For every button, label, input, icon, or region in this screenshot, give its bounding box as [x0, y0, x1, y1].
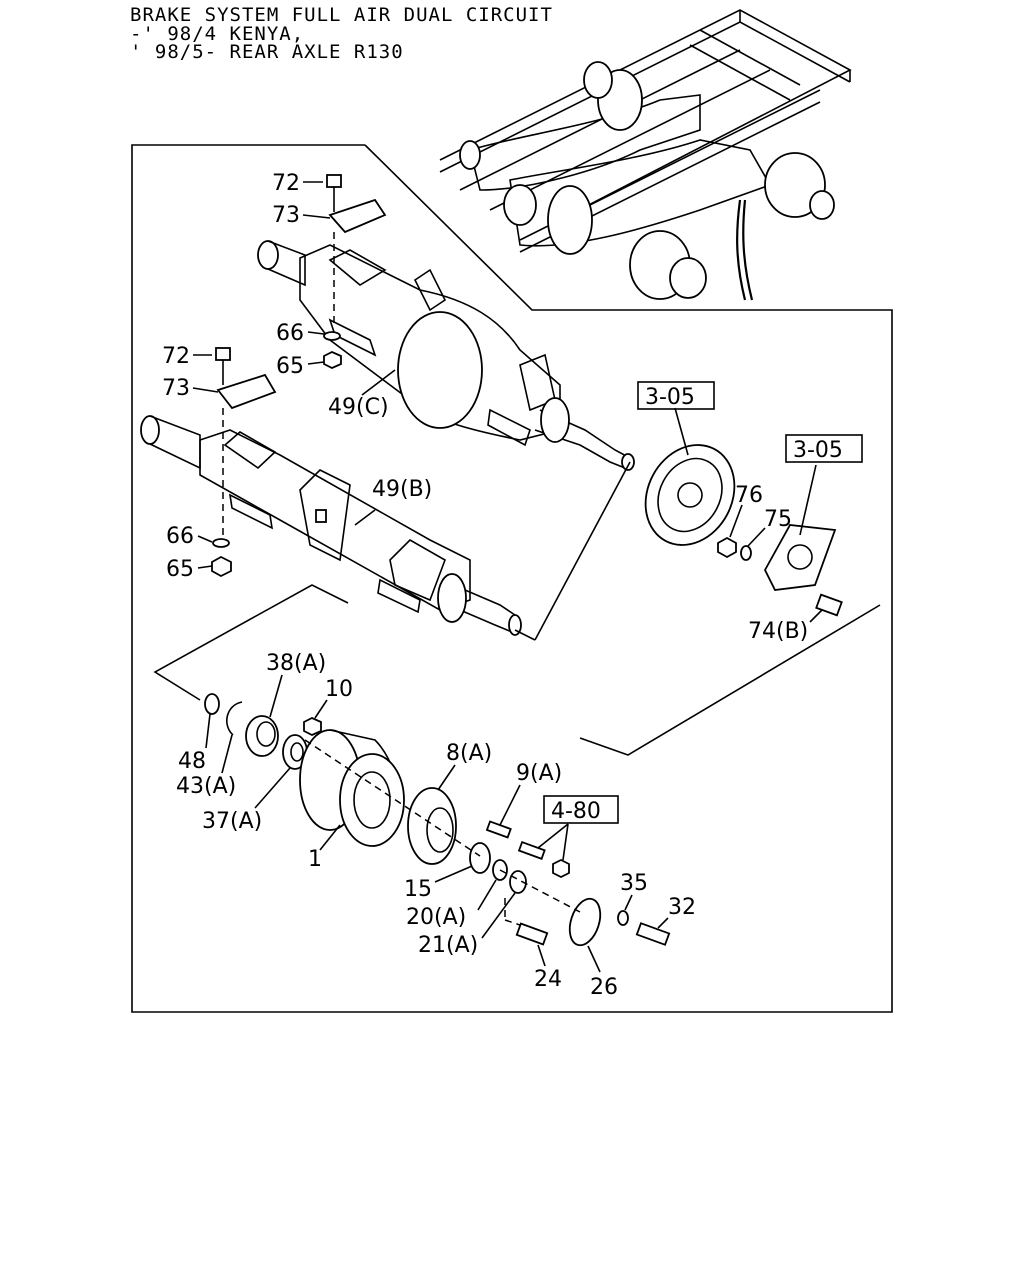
- leader-73a: [302, 214, 331, 219]
- leader-66a: [307, 331, 325, 335]
- leader-75: [747, 527, 766, 547]
- callout-20a: 20(A): [406, 905, 466, 930]
- callout-49b: 49(B): [372, 477, 432, 502]
- leader-26: [587, 945, 601, 973]
- upper-mount-hardware: [323, 174, 387, 369]
- callout-10: 10: [325, 677, 353, 702]
- leader-48: [205, 713, 211, 749]
- ref-box-480: [543, 795, 619, 824]
- leader-73b: [192, 387, 219, 393]
- brake-back-plate: [644, 444, 736, 546]
- callout-26: 26: [590, 975, 618, 1000]
- leader-38a: [269, 674, 283, 718]
- leader-24: [537, 944, 546, 967]
- header-line-1: BRAKE SYSTEM FULL AIR DUAL CIRCUIT: [130, 4, 553, 26]
- leader-1: [319, 824, 341, 851]
- leader-21a: [481, 892, 516, 939]
- lower-mount-hardware: [211, 347, 277, 578]
- leader-49b: [354, 509, 376, 526]
- leader-480b: [562, 823, 569, 861]
- callout-1: 1: [308, 847, 322, 872]
- leader-37a: [254, 767, 291, 809]
- ref-box-305b: [785, 434, 863, 463]
- leader-32: [657, 917, 669, 929]
- leader-15: [434, 865, 473, 883]
- ref-label-305a: 3-05: [645, 385, 695, 410]
- ref-label-480: 4-80: [551, 799, 601, 824]
- callout-66b: 66: [166, 524, 194, 549]
- callout-49c: 49(C): [328, 395, 389, 420]
- axle-to-backplate-line: [534, 461, 631, 641]
- exploded-bracket-top: [153, 584, 349, 701]
- leader-20a: [477, 879, 497, 911]
- leader-65b: [197, 565, 213, 569]
- callout-76: 76: [735, 483, 763, 508]
- leader-305b: [799, 464, 817, 536]
- ref-label-305b: 3-05: [793, 438, 843, 463]
- callout-66a: 66: [276, 321, 304, 346]
- ref-box-305a: [637, 381, 715, 410]
- leader-65a: [307, 361, 325, 365]
- leader-8a: [437, 764, 456, 791]
- hub-assembly: [204, 693, 671, 947]
- callout-72b: 72: [162, 344, 190, 369]
- axle-housing-49b: [140, 415, 522, 636]
- leader-35: [624, 894, 633, 911]
- leader-9a: [499, 784, 521, 826]
- callout-65a: 65: [276, 354, 304, 379]
- chassis-overview-inset: [439, 9, 852, 301]
- exploded-bracket-bottom: [579, 604, 881, 756]
- header-line-3: ' 98/5- REAR AXLE R130: [130, 41, 404, 63]
- callout-35: 35: [620, 871, 648, 896]
- callout-32: 32: [668, 895, 696, 920]
- callout-73b: 73: [162, 376, 190, 401]
- callout-24: 24: [534, 967, 562, 992]
- diagram-frame: [131, 144, 893, 1013]
- leader-305a: [674, 407, 689, 456]
- leader-76: [729, 504, 743, 538]
- callout-15: 15: [404, 877, 432, 902]
- callout-74b: 74(B): [748, 619, 808, 644]
- callout-21a: 21(A): [418, 933, 478, 958]
- anchor-plate-hardware: [717, 524, 843, 617]
- callout-72a: 72: [272, 171, 300, 196]
- callout-37a: 37(A): [202, 809, 262, 834]
- callout-73a: 73: [272, 203, 300, 228]
- axle-to-backplate-line-2: [514, 629, 536, 641]
- callout-43a: 43(A): [176, 774, 236, 799]
- leader-66b: [197, 535, 213, 543]
- callout-9a: 9(A): [516, 761, 562, 786]
- callout-75: 75: [764, 507, 792, 532]
- leader-480a: [537, 823, 569, 849]
- leader-49c: [361, 369, 396, 396]
- callout-48: 48: [178, 749, 206, 774]
- axle-housing-49c: [257, 240, 635, 471]
- callout-65b: 65: [166, 557, 194, 582]
- header-line-2: -' 98/4 KENYA,: [130, 23, 305, 45]
- callout-8a: 8(A): [446, 741, 492, 766]
- leader-74b: [809, 609, 823, 623]
- leader-10: [314, 699, 328, 719]
- callout-38a: 38(A): [266, 651, 326, 676]
- leader-43a: [221, 734, 233, 774]
